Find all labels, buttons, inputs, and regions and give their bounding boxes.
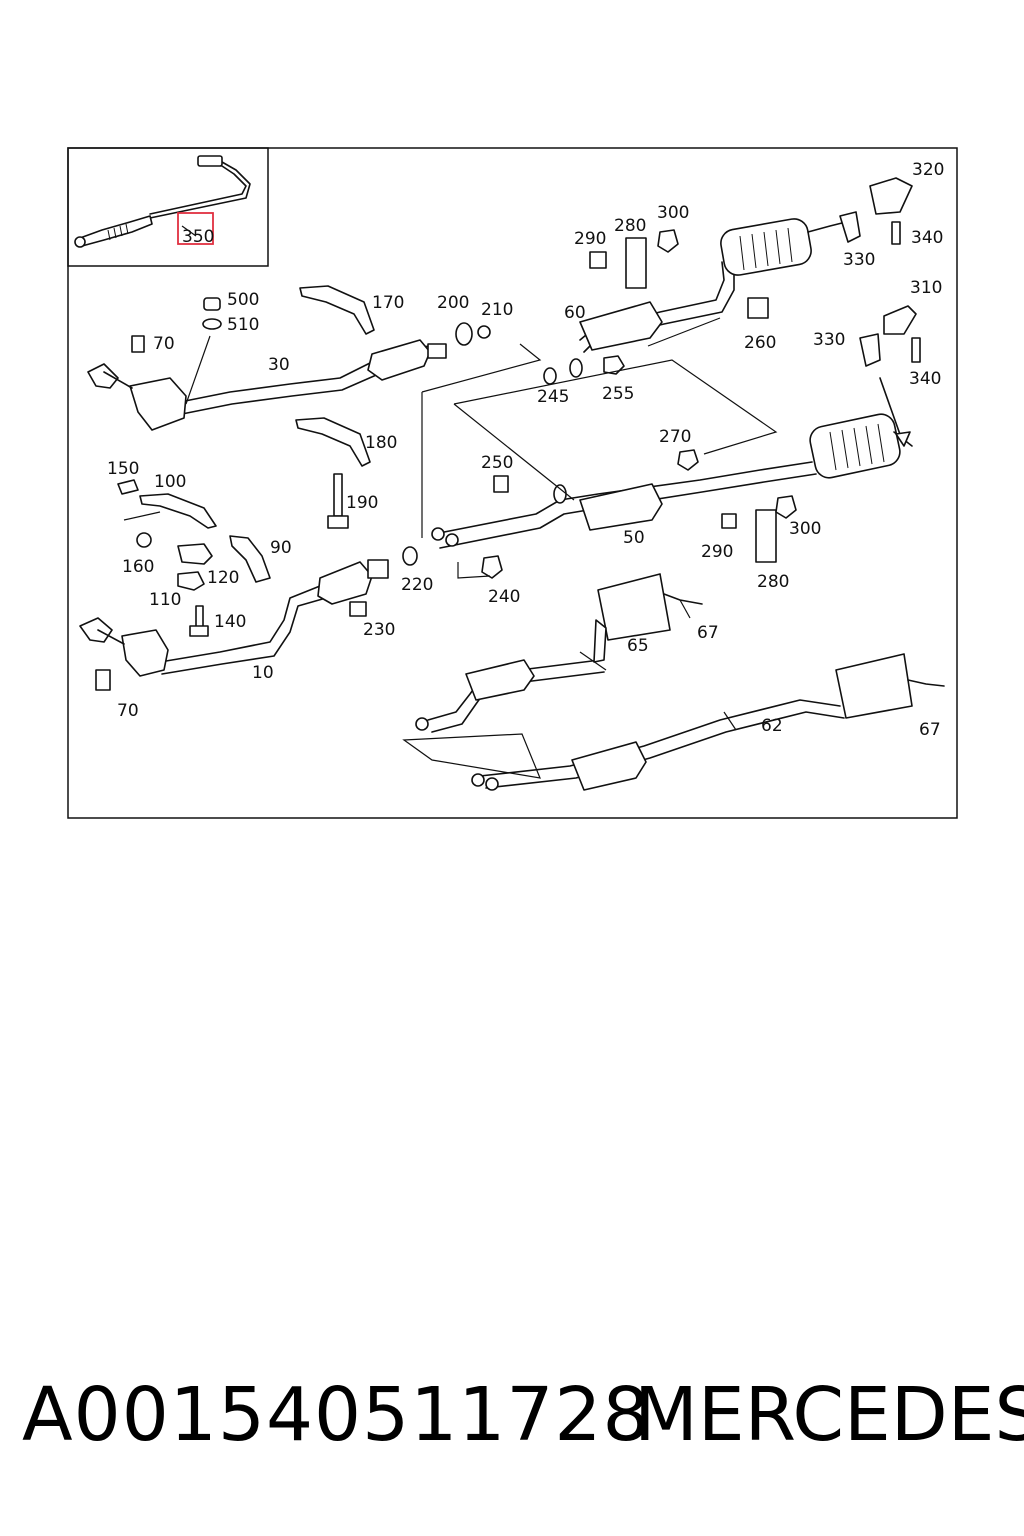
highlight-box-350 [177, 212, 214, 245]
leader-lines [123, 225, 778, 779]
label-70-lower: 70 [117, 701, 139, 721]
label-62: 62 [761, 716, 783, 736]
alternative-pipe-65-drawing [415, 573, 703, 733]
label-280-lower: 280 [757, 572, 789, 592]
part-labels: 320 340 330 300 280 290 350 500 510 170 … [107, 160, 944, 740]
label-60: 60 [564, 303, 586, 323]
label-270: 270 [659, 427, 691, 447]
label-65: 65 [627, 636, 649, 656]
label-340-upper: 340 [911, 228, 943, 248]
label-67-upper: 67 [697, 623, 719, 643]
label-280-upper: 280 [614, 216, 646, 236]
label-320: 320 [912, 160, 944, 180]
label-245: 245 [537, 387, 569, 407]
label-230: 230 [363, 620, 395, 640]
label-290-upper: 290 [574, 229, 606, 249]
label-140: 140 [214, 612, 246, 632]
front-pipe-30-drawing [87, 339, 447, 431]
label-190: 190 [346, 493, 378, 513]
part-number: A001540511728 [22, 1372, 651, 1458]
heat-shield-brackets-drawing [95, 285, 375, 691]
label-330-lower: 330 [813, 330, 845, 350]
label-330-upper: 330 [843, 250, 875, 270]
label-240: 240 [488, 587, 520, 607]
label-110: 110 [149, 590, 181, 610]
label-340-lower: 340 [909, 369, 941, 389]
label-160: 160 [122, 557, 154, 577]
oxygen-sensor-drawing [74, 155, 251, 248]
label-210: 210 [481, 300, 513, 320]
label-500: 500 [227, 290, 259, 310]
label-220: 220 [401, 575, 433, 595]
label-200: 200 [437, 293, 469, 313]
label-120: 120 [207, 568, 239, 588]
inset-frame [67, 147, 269, 267]
front-pipe-10-drawing [79, 559, 389, 677]
label-67-lower: 67 [919, 720, 941, 740]
label-510: 510 [227, 315, 259, 335]
label-50: 50 [623, 528, 645, 548]
label-255: 255 [602, 384, 634, 404]
label-70-upper: 70 [153, 334, 175, 354]
label-180: 180 [365, 433, 397, 453]
diagram-frame [67, 147, 958, 819]
label-30: 30 [268, 355, 290, 375]
middle-pipe-50-drawing [431, 305, 921, 549]
label-300-lower: 300 [789, 519, 821, 539]
label-260: 260 [744, 333, 776, 353]
label-250: 250 [481, 453, 513, 473]
label-290-lower: 290 [701, 542, 733, 562]
label-150: 150 [107, 459, 139, 479]
label-90: 90 [270, 538, 292, 558]
brand-name: MERCEDES [634, 1372, 1024, 1458]
caption: A001540511728 MERCEDES [0, 1372, 1024, 1482]
exhaust-system-diagram: 320 340 330 300 280 290 350 500 510 170 … [67, 147, 958, 819]
label-310: 310 [910, 278, 942, 298]
label-170: 170 [372, 293, 404, 313]
label-100: 100 [154, 472, 186, 492]
gaskets-nuts-drawing [349, 229, 797, 617]
label-350: 350 [182, 227, 214, 247]
alternative-pipe-62-drawing [471, 653, 945, 791]
label-300-upper: 300 [657, 203, 689, 223]
label-10: 10 [252, 663, 274, 683]
rear-pipe-60-drawing [579, 177, 913, 353]
